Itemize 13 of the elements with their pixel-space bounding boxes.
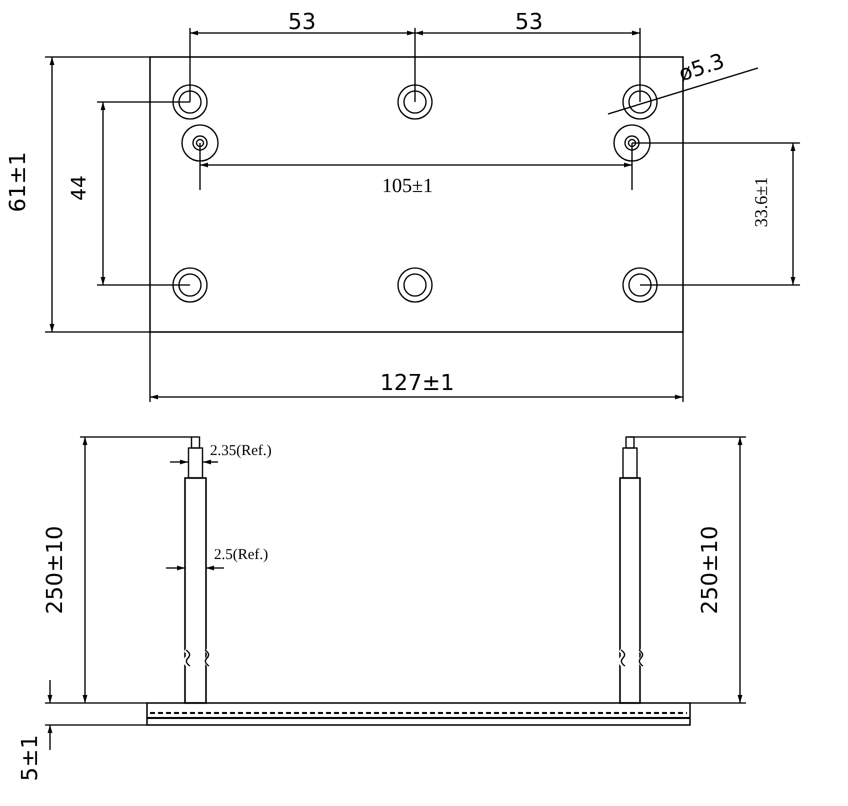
dimension-label: 53 [288,12,316,34]
dimension-label: 105±1 [382,176,433,196]
dimension-label: 250±10 [45,526,68,614]
dimension-label: 33.6±1 [752,176,770,228]
dimension-label: 53 [515,12,543,34]
dimension-label: 5±1 [20,734,42,782]
diameter-label: ø5.3 [676,50,727,85]
dimension-label: 127±1 [380,373,454,395]
dimension-label: 250±10 [700,526,722,614]
dimension-label: 2.5(Ref.) [214,548,268,563]
dimension-label: 44 [68,175,88,201]
dimension-label: 61±1 [8,152,30,212]
dimension-label: 2.35(Ref.) [210,444,272,459]
